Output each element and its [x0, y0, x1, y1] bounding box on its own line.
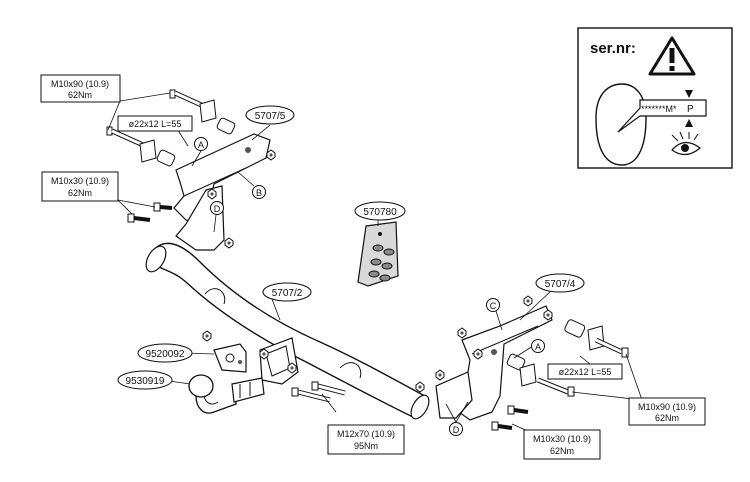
spec-line1: M10x30 (10.9)	[51, 176, 109, 186]
nut-left-2	[207, 188, 217, 200]
svg-text:D: D	[453, 425, 460, 435]
socket-plate	[213, 343, 247, 373]
marker-a-right: A	[513, 339, 545, 359]
spacer-tube-left	[156, 117, 236, 167]
part-number-wiring-kit: 570780	[363, 207, 397, 218]
spec-line2: 95Nm	[354, 441, 378, 451]
svg-text:B: B	[256, 188, 262, 198]
callout-crossbar: 5707/2	[262, 282, 312, 302]
spacer-spec-left: ø22x12 L=55	[129, 119, 182, 129]
spacer-spec-right: ø22x12 L=55	[559, 367, 612, 377]
spec-line1: M10x30 (10.9)	[533, 434, 591, 444]
marker-b-left: B	[237, 171, 266, 199]
short-bolt-right	[491, 405, 529, 431]
callout-wiring-kit: 570780	[354, 201, 406, 221]
long-bolt-right	[537, 337, 629, 397]
spacer-plate-right	[519, 325, 605, 387]
nut-right-1	[457, 327, 467, 339]
part-number-bracket-right: 5707/4	[545, 279, 576, 290]
spec-line2: 62Nm	[655, 413, 679, 423]
marker-d-right: D	[445, 401, 469, 436]
svg-text:C: C	[490, 301, 497, 311]
part-number-tow-ball: 9530919	[126, 376, 165, 387]
callout-bolt-left-mid: M10x30 (10.9) 62Nm	[41, 171, 119, 202]
nut-right-5	[415, 381, 425, 393]
spec-line1: M12x70 (10.9)	[337, 429, 395, 439]
callout-bolt-right-low: M10x90 (10.9) 62Nm	[628, 397, 706, 426]
crossbar-tube	[145, 242, 430, 420]
svg-text:D: D	[214, 204, 221, 214]
eye-icon	[671, 131, 701, 156]
callout-socket-plate: 9520092	[137, 343, 193, 363]
spacer-plate-left-1	[139, 99, 217, 163]
svg-text:A: A	[535, 342, 541, 352]
marker-a-left: A	[191, 137, 208, 167]
part-number-bracket-left: 5707/5	[255, 111, 286, 122]
warning-triangle-icon	[648, 36, 696, 76]
callout-bolt-center: M12x70 (10.9) 95Nm	[327, 424, 405, 455]
callout-bolt-left-top: M10x90 (10.9) 62Nm	[40, 74, 121, 103]
callout-spacer-right: ø22x12 L=55	[547, 363, 623, 380]
serial-tag-text: P	[687, 104, 694, 115]
serial-plate-icon: *******M* P	[595, 83, 707, 166]
right-bracket-assembly	[415, 295, 629, 431]
callout-spacer-left: ø22x12 L=55	[117, 115, 193, 132]
nut-center-2	[259, 348, 269, 360]
center-bolts	[291, 381, 346, 403]
part-number-socket-plate: 9520092	[146, 349, 185, 360]
serial-mask-text: *******M*	[641, 104, 677, 114]
spacer-tube-right	[506, 319, 586, 371]
spec-line1: M10x90 (10.9)	[51, 79, 109, 89]
callout-bolt-right-mid: M10x30 (10.9) 62Nm	[523, 429, 601, 460]
nut-right-4	[435, 369, 445, 381]
left-bracket-assembly	[106, 89, 276, 251]
nut-center-3	[287, 362, 297, 374]
callout-bracket-left: 5707/5	[245, 105, 295, 125]
spec-line1: M10x90 (10.9)	[638, 402, 696, 412]
short-bolt-left	[127, 202, 173, 223]
spec-line2: 62Nm	[550, 446, 574, 456]
tow-ball	[188, 374, 265, 414]
callout-bracket-right: 5707/4	[535, 273, 585, 293]
center-ball-mount	[202, 330, 346, 403]
part-number-crossbar: 5707/2	[272, 288, 303, 299]
spec-line2: 62Nm	[68, 188, 92, 198]
right-mounting-bracket	[435, 305, 553, 421]
serial-number-title: ser.nr:	[590, 40, 636, 57]
nut-center-1	[202, 330, 212, 342]
serial-number-warning-box: ser.nr: *******M* P	[577, 27, 733, 169]
nut-right-6	[473, 348, 483, 360]
wiring-kit	[357, 221, 399, 287]
nut-left-3	[224, 237, 234, 249]
nut-right-3	[543, 309, 553, 321]
marker-c-right: C	[486, 298, 503, 331]
marker-d-left: D	[210, 201, 224, 233]
nut-left-1	[266, 149, 276, 161]
nut-right-2	[523, 295, 533, 307]
svg-text:A: A	[198, 140, 204, 150]
left-mounting-bracket	[173, 133, 271, 251]
callout-tow-ball: 9530919	[117, 370, 173, 390]
spec-line2: 62Nm	[68, 90, 92, 100]
